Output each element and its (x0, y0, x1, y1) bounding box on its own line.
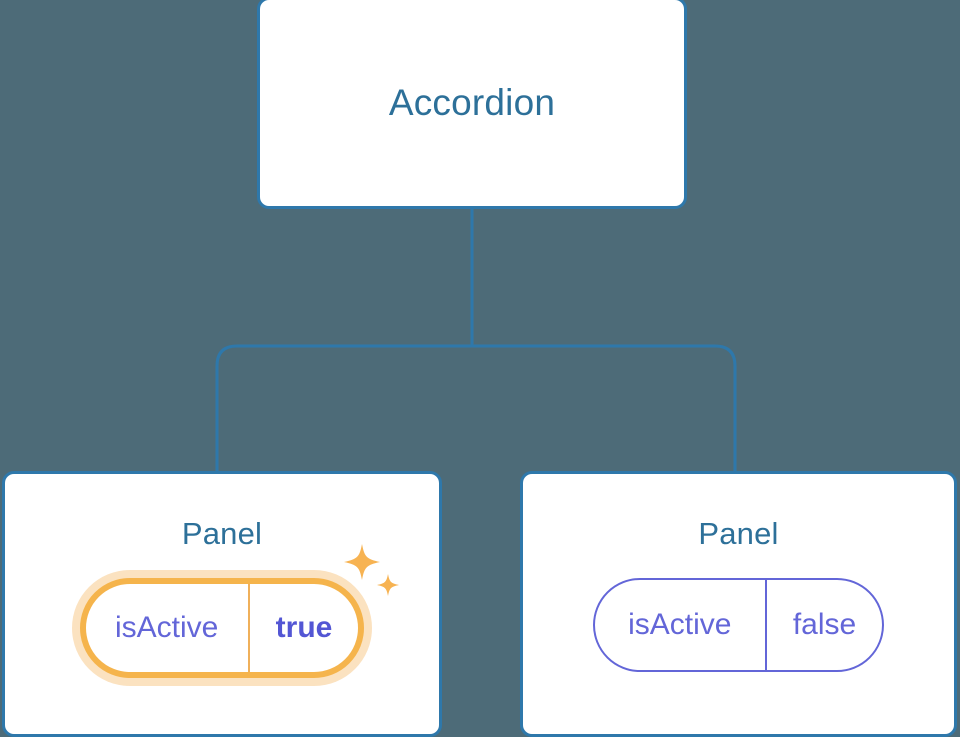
node-panel-active[interactable]: Panel isActive true (2, 471, 442, 737)
node-title: Panel (181, 516, 263, 551)
prop-key: isActive (628, 608, 732, 641)
prop-key: isActive (114, 611, 219, 644)
node-accordion[interactable]: Accordion (257, 0, 687, 209)
prop-value: true (247, 584, 359, 672)
node-title: Panel (698, 516, 779, 551)
sparkle-large-icon (344, 544, 381, 580)
prop-pill-wrapper: isActive true (79, 544, 400, 678)
node-panel-inactive[interactable]: Panel isActive false (520, 471, 957, 737)
prop-pill-active[interactable]: isActive true (79, 578, 365, 678)
edge-branch-left (215, 344, 472, 471)
node-title: Accordion (388, 82, 556, 123)
prop-pill-wrapper: isActive false (592, 578, 885, 672)
sparkle-small-icon (377, 574, 400, 596)
prop-pill-default[interactable]: isActive false (592, 578, 885, 672)
prop-value: false (764, 580, 882, 670)
edge-branch-right (472, 344, 737, 471)
